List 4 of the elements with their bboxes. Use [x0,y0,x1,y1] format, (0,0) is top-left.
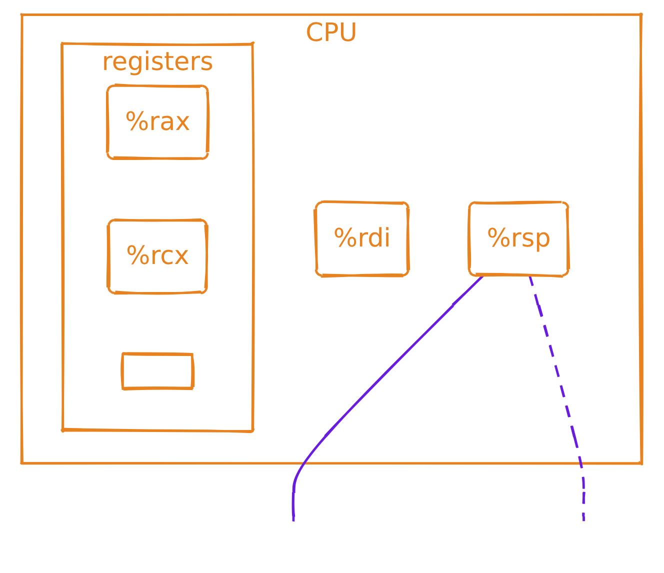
node-text: %rcx [126,242,190,272]
node-text: %rsp [487,224,552,254]
node-text: %rdi [334,224,392,254]
node-text: %rax [125,108,191,137]
